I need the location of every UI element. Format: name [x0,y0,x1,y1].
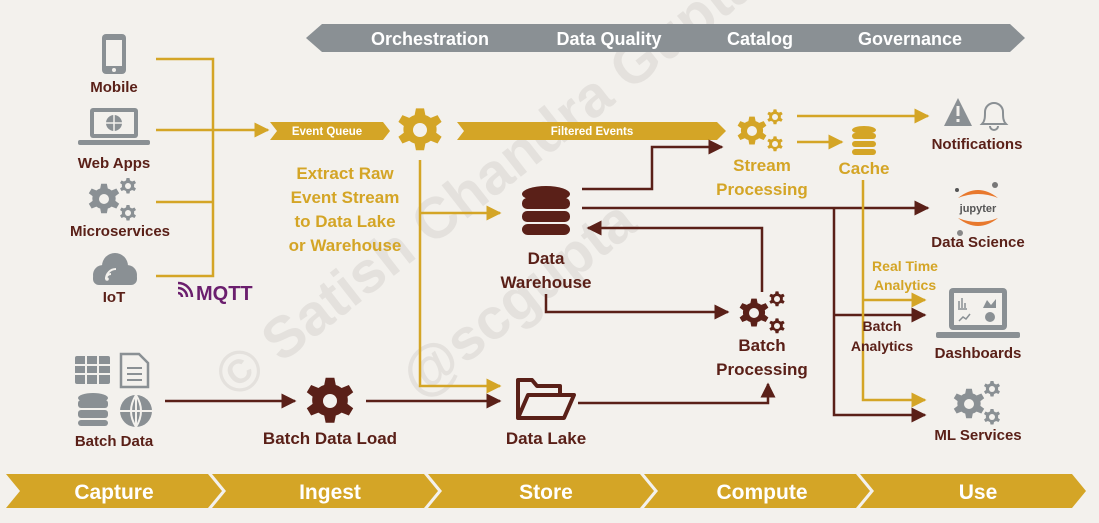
gears-icon [88,178,136,221]
batch-processing-label-2: Processing [716,360,808,379]
cache-database-icon [852,126,876,155]
event-queue: Event Queue [270,122,390,140]
stage-compute: Compute [644,474,870,508]
bell-icon [979,102,1009,131]
batch-processing-gears-icon [739,291,785,334]
mqtt-logo: MQTT [177,281,253,305]
notifications-label: Notifications [932,136,1023,153]
governance-item-governance: Governance [858,29,962,49]
extract-gear-icon [398,108,442,151]
stream-connectors [797,108,930,408]
batch-processing-label-1: Batch [738,336,785,355]
governance-item-data-quality: Data Quality [556,29,661,49]
data-warehouse-label-1: Data [528,249,565,268]
source-microservices-label: Microservices [70,223,170,240]
capture-connector [156,57,270,278]
stages-bar: Capture Ingest Store Compute Use [6,474,1086,508]
real-time-analytics-label-2: Analytics [874,277,936,293]
batch-data-icons [75,352,152,428]
svg-text:or Warehouse: or Warehouse [289,236,402,255]
svg-text:Use: Use [959,481,998,504]
ml-services-label: ML Services [934,427,1021,444]
svg-text:Event Stream: Event Stream [291,188,400,207]
stage-store: Store [428,474,654,508]
jupyter-label: jupyter [959,203,997,215]
svg-text:to Data Lake: to Data Lake [294,212,395,231]
svg-text:Store: Store [519,481,573,504]
batch-data-load-label: Batch Data Load [263,429,397,448]
cache-label: Cache [838,159,889,178]
watermark: © Satish Chandra Gupta @scgupta [203,0,770,410]
governance-bar: Orchestration Data Quality Catalog Gover… [306,24,1025,52]
governance-item-orchestration: Orchestration [371,29,489,49]
table-icon [75,356,110,384]
stream-processing-label-1: Stream [733,156,791,175]
batch-data-label: Batch Data [75,433,154,450]
source-mobile-label: Mobile [90,79,138,96]
data-science-label: Data Science [931,234,1024,251]
stream-processing-gears-icon [737,109,783,152]
laptop-globe-icon [78,108,150,145]
dashboards-label: Dashboards [935,345,1022,362]
cloud-wifi-icon [93,253,137,285]
store-compute-connectors [544,139,930,423]
warning-icon [944,98,972,126]
svg-text:Compute: Compute [717,481,808,504]
batch-analytics-label-1: Batch [863,318,902,334]
filtered-events-label: Filtered Events [551,126,633,138]
source-iot-label: IoT [103,289,126,306]
svg-text:Extract Raw: Extract Raw [296,164,394,183]
stage-use: Use [860,474,1086,508]
batch-analytics-label-2: Analytics [851,338,913,354]
real-time-analytics-label-1: Real Time [872,258,938,274]
source-web-apps-label: Web Apps [78,155,151,172]
dashboard-laptop-icon [936,288,1020,338]
filtered-events: Filtered Events [457,122,726,140]
svg-text:Ingest: Ingest [299,481,361,504]
stage-capture: Capture [6,474,222,508]
stage-ingest: Ingest [212,474,438,508]
event-queue-label: Event Queue [292,126,362,138]
globe-icon [120,394,152,428]
jupyter-logo-icon: jupyter [955,182,998,236]
data-lake-label: Data Lake [506,429,586,448]
folder-open-icon [516,378,576,420]
batch-data-load-gear-icon [306,377,354,423]
database-icon [78,393,108,426]
extract-connectors [418,160,502,394]
governance-item-catalog: Catalog [727,29,793,49]
svg-text:Capture: Capture [74,481,153,504]
extract-caption: Extract Raw Event Stream to Data Lake or… [289,164,402,255]
data-warehouse-label-2: Warehouse [500,273,591,292]
document-icon [119,352,150,389]
smartphone-icon [102,34,126,74]
data-warehouse-icon [522,186,570,235]
ml-services-gears-icon [953,381,1000,425]
stream-processing-label-2: Processing [716,180,808,199]
mqtt-label: MQTT [196,283,253,305]
